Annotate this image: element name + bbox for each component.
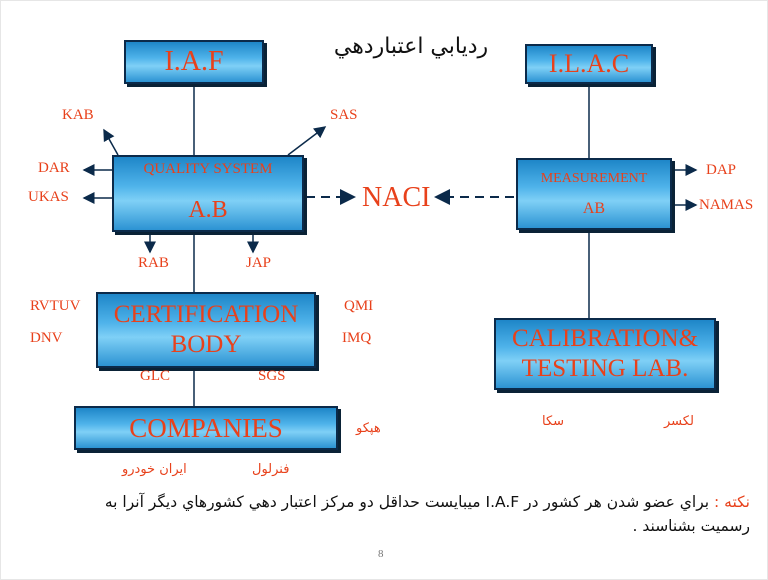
label-iran-khodro: ايران خودرو — [122, 462, 187, 477]
label-qmi: QMI — [344, 298, 374, 314]
slide-title: رديابي اعتباردهي — [333, 34, 489, 59]
label-dap: DAP — [706, 162, 737, 178]
ilac-label: I.L.A.C — [548, 49, 630, 78]
label-sas: SAS — [330, 107, 358, 123]
certification-body-box: CERTIFICATION BODY — [96, 292, 316, 368]
calibration-line1: CALIBRATION& — [511, 325, 699, 352]
companies-label: COMPANIES — [129, 412, 283, 443]
arrow-kab — [103, 128, 119, 156]
label-rab: RAB — [138, 255, 169, 271]
iaf-label: I.A.F — [164, 46, 224, 77]
naci-label: NACI — [362, 182, 431, 213]
measurement-top-label: MEASUREMENT — [540, 170, 648, 186]
note-text: نكته : براي عضو شدن هر كشور در I.A.F ميب… — [60, 490, 750, 538]
ab-bottom-label: A.B — [188, 197, 228, 223]
label-laksar: لكسر — [664, 414, 694, 429]
label-saka: سكا — [542, 414, 565, 429]
label-sgs: SGS — [258, 368, 286, 384]
certification-line2: BODY — [170, 331, 242, 358]
label-dnv: DNV — [30, 330, 63, 346]
measurement-bottom-label: AB — [582, 199, 606, 217]
companies-box: COMPANIES — [74, 406, 338, 450]
label-glc: GLC — [140, 368, 170, 384]
calibration-lab-box: CALIBRATION& TESTING LAB. — [494, 318, 716, 390]
certification-line1: CERTIFICATION — [113, 301, 299, 328]
label-jap: JAP — [246, 255, 272, 271]
label-dar: DAR — [38, 160, 70, 176]
label-rvtuv: RVTUV — [30, 298, 81, 314]
ilac-box: I.L.A.C — [525, 44, 653, 84]
label-imq: IMQ — [342, 330, 372, 346]
page-number: 8 — [378, 548, 384, 560]
label-hepco: هپكو — [356, 421, 381, 436]
calibration-line2: TESTING LAB. — [521, 355, 689, 382]
measurement-ab-box: MEASUREMENT AB — [516, 158, 672, 230]
note-body: براي عضو شدن هر كشور در I.A.F ميبايست حد… — [104, 493, 750, 535]
arrow-sas — [287, 126, 327, 156]
note-keyword: نكته : — [713, 493, 750, 511]
label-kab: KAB — [62, 107, 94, 123]
label-fanarlool: فنرلول — [252, 462, 290, 477]
label-ukas: UKAS — [28, 189, 69, 205]
iaf-box: I.A.F — [124, 40, 264, 84]
ab-box: QUALITY SYSTEM A.B — [112, 155, 304, 232]
ab-top-label: QUALITY SYSTEM — [143, 161, 273, 177]
label-namas: NAMAS — [699, 197, 754, 213]
